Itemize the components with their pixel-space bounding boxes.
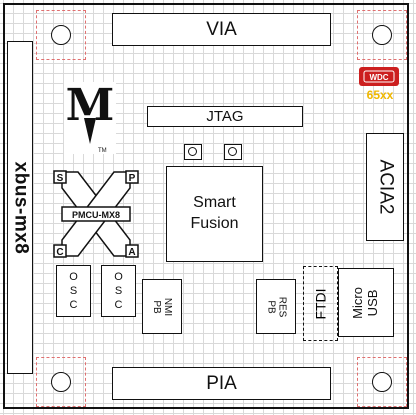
m-logo-tm: TM	[98, 148, 107, 154]
xbus-label: xbus-mx8	[10, 161, 32, 254]
spca-c: C	[56, 247, 63, 258]
osc1-line1: O	[69, 270, 78, 283]
spca-text: PMCU-MX8	[72, 210, 120, 220]
acia2-connector: ACIA2	[366, 133, 404, 241]
smartfusion-chip: Smart Fusion	[166, 166, 263, 262]
osc1-line3: C	[69, 299, 78, 312]
jumper-pad-2	[224, 144, 242, 160]
oscillator-1: O S C	[56, 265, 91, 317]
micro-usb-connector: Micro USB	[338, 268, 394, 337]
wdc-badge: WDC	[369, 73, 388, 82]
spca-logo-icon: S P C A PMCU-MX8	[53, 170, 139, 258]
ftdi-label: FTDI	[312, 287, 329, 320]
oscillator-2: O S C	[101, 265, 136, 317]
pad-dot-icon	[228, 147, 237, 156]
nmi-pushbutton: NMI PB	[142, 279, 182, 334]
chip-label-line2: Fusion	[190, 215, 239, 232]
ftdi-module: FTDI	[303, 266, 338, 341]
nmi-line1: NMI	[162, 297, 173, 316]
wdc-logo: WDC 65xx	[357, 66, 403, 102]
wdc-logo-icon: WDC 65xx	[359, 67, 399, 102]
chip-label-line1: Smart	[193, 194, 236, 212]
mount-corner-bottom-right	[357, 357, 407, 407]
pad-dot-icon	[188, 147, 197, 156]
jumper-pad-1	[184, 144, 202, 160]
spca-p: P	[129, 173, 136, 184]
jtag-label: JTAG	[206, 108, 244, 125]
via-label: VIA	[206, 18, 237, 40]
res-line1: RES	[276, 296, 287, 317]
pia-connector: PIA	[112, 367, 331, 400]
reset-pushbutton: RES PB	[256, 279, 296, 334]
m-logo-icon: M TM	[64, 80, 116, 154]
res-line2: PB	[265, 299, 276, 314]
mount-corner-top-left	[36, 10, 86, 60]
wdc-sub: 65xx	[367, 88, 394, 102]
spca-logo: S P C A PMCU-MX8	[52, 170, 140, 258]
mount-hole-icon	[51, 372, 71, 392]
nmi-line2: PB	[151, 299, 162, 314]
mount-hole-icon	[372, 372, 392, 392]
pia-label: PIA	[206, 372, 237, 394]
usb-line1: Micro	[350, 286, 366, 319]
osc2-line3: C	[114, 299, 123, 312]
mount-corner-bottom-left	[36, 357, 86, 407]
m-logo: M TM	[64, 80, 116, 154]
acia2-label: ACIA2	[375, 159, 397, 215]
board-outline	[3, 3, 409, 409]
spca-a: A	[128, 247, 135, 258]
mount-corner-top-right	[357, 10, 407, 60]
osc2-line1: O	[114, 270, 123, 283]
osc1-line2: S	[69, 284, 78, 297]
osc2-line2: S	[114, 284, 123, 297]
via-connector: VIA	[112, 13, 331, 46]
usb-line2: USB	[365, 289, 380, 316]
xbus-connector: xbus-mx8	[7, 41, 33, 374]
mount-hole-icon	[51, 25, 71, 45]
jtag-header: JTAG	[147, 106, 303, 127]
mount-hole-icon	[372, 25, 392, 45]
spca-s: S	[57, 173, 64, 184]
